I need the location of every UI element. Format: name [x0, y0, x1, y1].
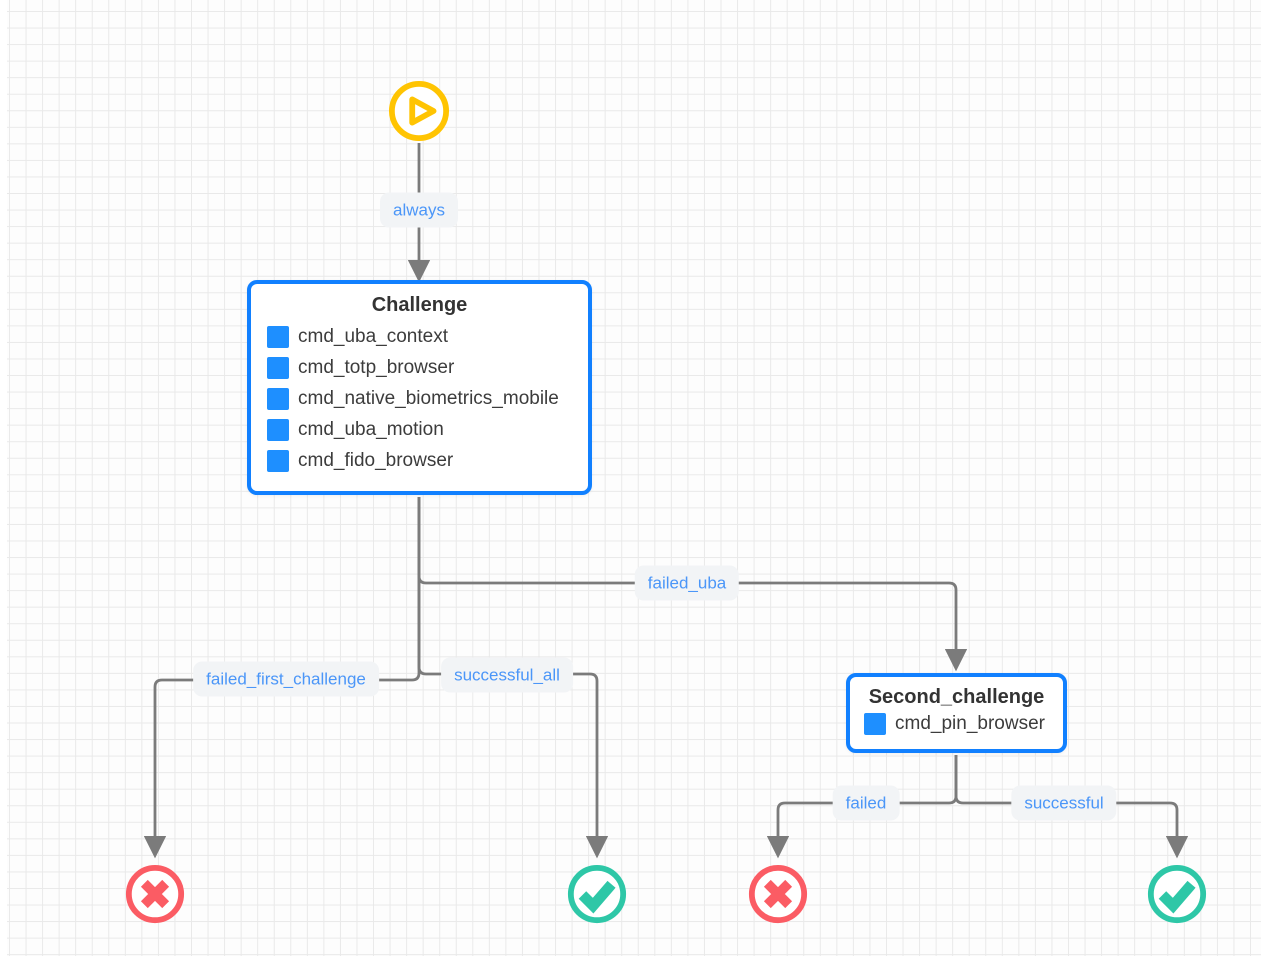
node-second-challenge[interactable]: Second_challenge cmd_pin_browser — [846, 673, 1067, 753]
command-chip-icon — [267, 450, 289, 472]
failure-end-node[interactable] — [747, 863, 809, 925]
command-chip-icon — [267, 326, 289, 348]
command-chip-icon — [864, 713, 886, 735]
command-item: cmd_pin_browser — [864, 713, 1051, 735]
success-end-node[interactable] — [566, 863, 628, 925]
command-item: cmd_uba_context — [267, 326, 574, 348]
command-item: cmd_fido_browser — [267, 450, 574, 472]
start-node[interactable] — [388, 80, 450, 142]
command-item: cmd_native_biometrics_mobile — [267, 388, 574, 410]
failure-end-node[interactable] — [124, 863, 186, 925]
success-end-node[interactable] — [1146, 863, 1208, 925]
edge-label-always[interactable]: always — [380, 192, 458, 228]
node-title: Challenge — [371, 294, 468, 316]
command-item: cmd_uba_motion — [267, 419, 574, 441]
edge-label-failed[interactable]: failed — [832, 785, 900, 821]
command-chip-icon — [267, 357, 289, 379]
edge-label-successful[interactable]: successful — [1011, 785, 1117, 821]
node-challenge[interactable]: Challenge cmd_uba_context cmd_totp_brows… — [247, 280, 592, 495]
edge-label-successful-all[interactable]: successful_all — [441, 657, 573, 693]
command-label: cmd_uba_context — [298, 326, 448, 347]
command-chip-icon — [267, 388, 289, 410]
command-label: cmd_pin_browser — [895, 713, 1045, 734]
check-icon — [567, 864, 627, 924]
edge-label-failed-uba[interactable]: failed_uba — [634, 565, 740, 601]
check-icon — [1147, 864, 1207, 924]
node-title: Second_challenge — [868, 686, 1045, 708]
cross-icon — [748, 864, 808, 924]
canvas-grid — [7, 0, 1261, 956]
command-label: cmd_uba_motion — [298, 419, 444, 440]
command-chip-icon — [267, 419, 289, 441]
command-label: cmd_totp_browser — [298, 357, 455, 378]
command-item: cmd_totp_browser — [267, 357, 574, 379]
edge-label-failed-first-challenge[interactable]: failed_first_challenge — [193, 661, 379, 697]
command-label: cmd_fido_browser — [298, 450, 454, 471]
play-icon — [388, 80, 450, 142]
cross-icon — [125, 864, 185, 924]
command-label: cmd_native_biometrics_mobile — [298, 388, 559, 409]
